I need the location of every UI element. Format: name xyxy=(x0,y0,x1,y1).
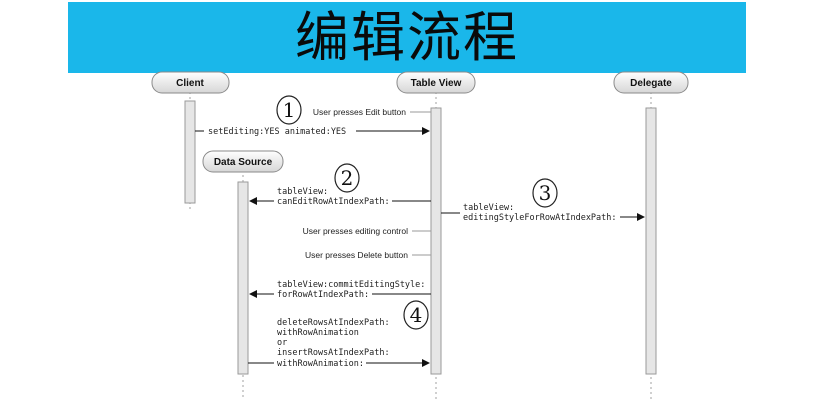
client-label: Client xyxy=(176,78,204,89)
msg-user-delete: User presses Delete button xyxy=(305,250,408,260)
msg-rows-4: withRowAnimation: xyxy=(277,359,364,369)
step-1-marker: 1 xyxy=(276,95,302,125)
msg-set-editing: setEditing:YES animated:YES xyxy=(208,127,346,137)
msg-user-editing-control: User presses editing control xyxy=(303,226,408,236)
page-title: 编辑流程 xyxy=(295,6,519,69)
step-1-label: 1 xyxy=(283,98,296,122)
tableview-activation xyxy=(430,107,442,375)
client-header: Client xyxy=(151,71,230,94)
step-2-marker: 2 xyxy=(334,163,360,193)
msg-rows-3: insertRowsAtIndexPath: xyxy=(277,348,390,358)
msg-commit-1: tableView:commitEditingStyle: xyxy=(277,280,425,290)
step-3-label: 3 xyxy=(539,181,552,205)
datasource-header: Data Source xyxy=(202,150,284,173)
client-activation xyxy=(184,100,196,204)
delegate-header: Delegate xyxy=(613,71,689,94)
msg-rows-or: or xyxy=(277,338,287,348)
step-3-marker: 3 xyxy=(532,178,558,208)
title-banner: 编辑流程 xyxy=(68,2,746,73)
msg-user-edit: User presses Edit button xyxy=(313,107,406,117)
delegate-label: Delegate xyxy=(630,78,672,89)
delegate-activation xyxy=(645,107,657,375)
datasource-activation xyxy=(237,181,249,375)
step-4-label: 4 xyxy=(410,303,423,327)
msg-rows-1: deleteRowsAtIndexPath: xyxy=(277,318,390,328)
datasource-label: Data Source xyxy=(214,157,273,168)
msg-editing-style-1: tableView: xyxy=(463,203,514,213)
tableview-label: Table View xyxy=(411,78,462,89)
msg-can-edit-1: tableView: xyxy=(277,187,328,197)
msg-editing-style-2: editingStyleForRowAtIndexPath: xyxy=(463,213,617,223)
tableview-header: Table View xyxy=(396,71,476,94)
step-2-label: 2 xyxy=(341,166,354,190)
msg-rows-2: withRowAnimation xyxy=(277,328,359,338)
msg-can-edit-2: canEditRowAtIndexPath: xyxy=(277,197,390,207)
msg-commit-2: forRowAtIndexPath: xyxy=(277,290,369,300)
step-4-marker: 4 xyxy=(403,300,429,330)
